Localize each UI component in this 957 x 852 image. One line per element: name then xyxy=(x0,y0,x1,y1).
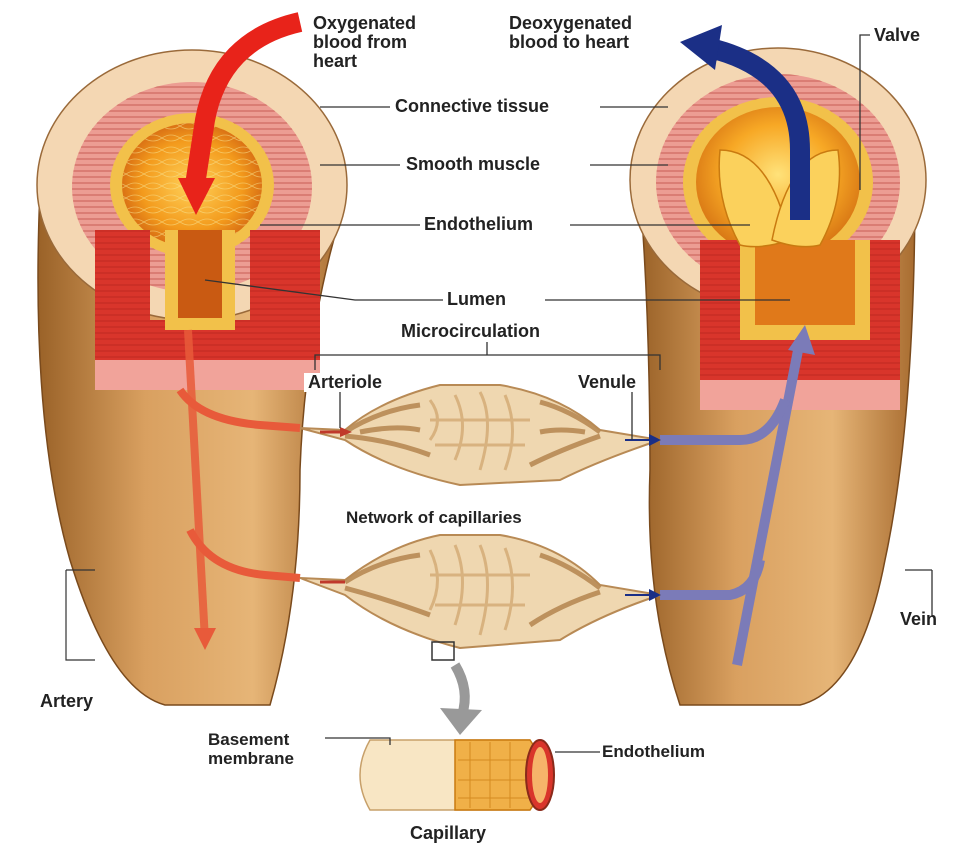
capillary-network-lower xyxy=(300,535,660,660)
label-vein: Vein xyxy=(900,610,937,629)
label-basement-line1: Basement xyxy=(208,730,294,749)
label-arteriole: Arteriole xyxy=(304,373,386,392)
label-endothelium: Endothelium xyxy=(420,215,537,234)
label-endothelium-capillary: Endothelium xyxy=(602,742,705,761)
label-network-of-capillaries: Network of capillaries xyxy=(342,508,526,527)
label-smooth-muscle: Smooth muscle xyxy=(402,155,544,174)
label-oxygenated-line2: blood from xyxy=(313,33,416,52)
artery-vessel xyxy=(37,22,347,705)
vein-vessel xyxy=(630,25,926,705)
label-artery: Artery xyxy=(40,692,93,711)
label-deoxygenated-line1: Deoxygenated xyxy=(509,14,632,33)
label-oxygenated-line1: Oxygenated xyxy=(313,14,416,33)
label-capillary: Capillary xyxy=(410,824,486,843)
label-basement-membrane: Basement membrane xyxy=(208,730,294,768)
label-valve: Valve xyxy=(874,26,920,45)
label-venule: Venule xyxy=(574,373,640,392)
label-deoxygenated-blood: Deoxygenated blood to heart xyxy=(509,14,632,52)
label-microcirculation: Microcirculation xyxy=(397,322,544,341)
label-connective-tissue: Connective tissue xyxy=(391,97,553,116)
capillary-network-upper xyxy=(300,385,660,485)
label-oxygenated-line3: heart xyxy=(313,52,416,71)
capillary-tube xyxy=(360,740,554,810)
label-deoxygenated-line2: blood to heart xyxy=(509,33,632,52)
label-lumen: Lumen xyxy=(443,290,510,309)
label-oxygenated-blood: Oxygenated blood from heart xyxy=(313,14,416,71)
label-basement-line2: membrane xyxy=(208,749,294,768)
